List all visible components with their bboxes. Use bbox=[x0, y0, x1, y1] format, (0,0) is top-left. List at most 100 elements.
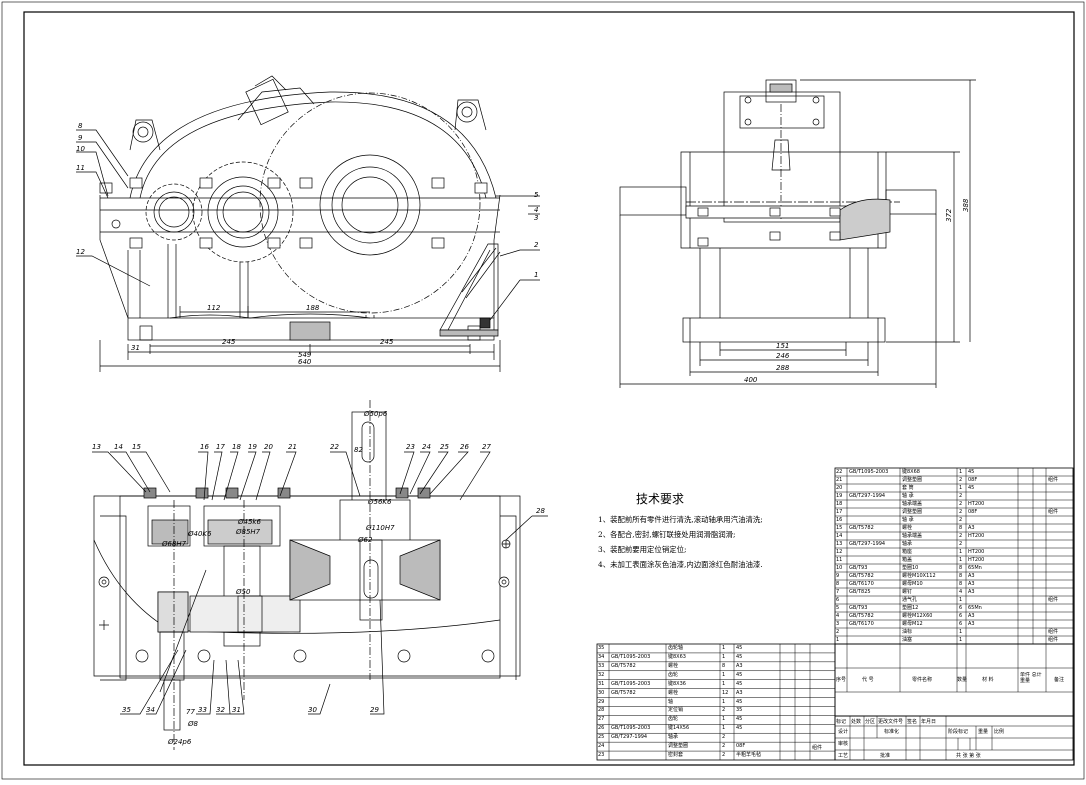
parts-upper-cell: 16 bbox=[836, 517, 843, 523]
tech-requirement-3: 3、装配前要用定位销定位; bbox=[598, 545, 687, 554]
parts-upper-cell: 6 bbox=[959, 613, 963, 619]
parts-upper-cell: 垫圈10 bbox=[902, 565, 919, 571]
parts-lower-cell: 35 bbox=[736, 707, 743, 714]
parts-upper-cell: 组件 bbox=[1048, 637, 1059, 643]
parts-upper-cell: 6 bbox=[959, 605, 963, 611]
parts-upper-cell: 21 bbox=[836, 477, 843, 483]
parts-upper-cell: HT200 bbox=[968, 549, 985, 555]
tb-date: 年月日 bbox=[921, 719, 937, 725]
callout-3: 3 bbox=[534, 214, 538, 222]
parts-upper-cell: 螺母M10 bbox=[902, 581, 923, 587]
parts-upper-cell: 轴承 bbox=[902, 541, 913, 547]
parts-lower-cell: 1 bbox=[722, 725, 726, 732]
parts-upper-cell: GB/T6170 bbox=[849, 581, 874, 587]
callout-1: 1 bbox=[534, 271, 538, 279]
parts-upper-cell: 油塞 bbox=[902, 637, 913, 643]
parts-lower-cell: 31 bbox=[598, 680, 605, 687]
parts-lower-cell: 2 bbox=[722, 752, 726, 759]
parts-lower-cell: 27 bbox=[598, 716, 605, 723]
tb-review: 审核 bbox=[838, 741, 849, 747]
callout-29: 29 bbox=[370, 706, 379, 714]
parts-upper-cell: 键8X68 bbox=[902, 469, 920, 475]
parts-lower-cell: 1 bbox=[722, 645, 726, 651]
parts-upper-cell: 08F bbox=[968, 477, 978, 483]
parts-upper-cell: 65Mn bbox=[968, 605, 982, 611]
parts-upper-cell: 套 筒 bbox=[902, 485, 914, 491]
top-view bbox=[92, 400, 548, 750]
parts-upper-cell: 14 bbox=[836, 533, 843, 539]
parts-lower-cell: 45 bbox=[736, 698, 743, 705]
parts-lower-cell: 26 bbox=[598, 725, 605, 732]
parts-lower-cell: 1 bbox=[722, 716, 726, 723]
parts-upper-cell: GB/T6170 bbox=[849, 621, 874, 627]
parts-upper-cell: 2 bbox=[959, 477, 963, 483]
dim-188: 188 bbox=[306, 304, 320, 312]
tb-standard: 标准化 bbox=[884, 729, 900, 735]
parts-lower-cell: 2 bbox=[722, 743, 726, 750]
parts-upper-cell: 19 bbox=[836, 493, 843, 499]
parts-lower-cell: A3 bbox=[736, 662, 743, 669]
shaft-label-77: 77 bbox=[186, 708, 195, 716]
parts-lower-cell: 1 bbox=[722, 671, 726, 678]
tech-requirement-4: 4、未加工表面涂灰色油漆,内边面涂红色耐油油漆. bbox=[598, 560, 763, 569]
parts-upper-cell: 2 bbox=[836, 629, 840, 635]
tb-mark: 标记 bbox=[836, 719, 847, 725]
parts-upper-cell: 轴承端盖 bbox=[902, 533, 923, 539]
parts-lower-cell: 齿轮 bbox=[668, 716, 679, 723]
parts-upper-cell: 8 bbox=[959, 581, 963, 587]
header-weight: 单件 总计 重量 bbox=[1020, 672, 1042, 684]
parts-lower-cell: GB/T5782 bbox=[611, 662, 636, 669]
parts-upper-cell: 8 bbox=[959, 565, 963, 571]
parts-upper-cell: GB/T5782 bbox=[849, 613, 874, 619]
parts-upper-cell: HT200 bbox=[968, 533, 985, 539]
dim-245-left: 245 bbox=[222, 338, 236, 346]
shaft-label-85H7: Ø85H7 bbox=[235, 528, 261, 536]
callout-19: 19 bbox=[248, 443, 257, 451]
parts-lower-cell: GB/T5782 bbox=[611, 689, 636, 696]
callout-21: 21 bbox=[288, 443, 297, 451]
parts-upper-cell: 7 bbox=[836, 589, 840, 595]
parts-upper-cell: 15 bbox=[836, 525, 843, 531]
parts-lower-cell: 密封套 bbox=[668, 752, 684, 759]
parts-lower-cell: 2 bbox=[722, 734, 726, 741]
parts-lower-cell: 键8X63 bbox=[668, 653, 686, 660]
side-view-dimension-labels: 151 246 288 400 372 388 bbox=[744, 198, 970, 384]
callout-34: 34 bbox=[146, 706, 155, 714]
dim-112: 112 bbox=[207, 304, 221, 312]
parts-upper-cell: GB/T825 bbox=[849, 589, 871, 595]
parts-upper-cell: 轴 承 bbox=[902, 517, 914, 523]
parts-lower-cell: 轴承 bbox=[668, 734, 679, 741]
callout-24: 24 bbox=[422, 443, 431, 451]
parts-upper-cell: A3 bbox=[968, 589, 975, 595]
shaft-label-50p6: Ø50p6 bbox=[363, 410, 388, 418]
parts-list-lower-grid bbox=[596, 643, 836, 761]
parts-lower-cell: 1 bbox=[722, 653, 726, 660]
parts-upper-cell: 1 bbox=[959, 469, 963, 475]
parts-upper-cell: 8 bbox=[959, 573, 963, 579]
tb-design: 设计 bbox=[838, 729, 849, 735]
shaft-label-62: Ø62 bbox=[357, 536, 373, 544]
tb-stage: 阶段标记 bbox=[948, 729, 969, 735]
parts-lower-cell: 45 bbox=[736, 680, 743, 687]
parts-upper-cell: 22 bbox=[836, 469, 843, 475]
parts-upper-cell: A3 bbox=[968, 525, 975, 531]
callout-16: 16 bbox=[200, 443, 209, 451]
callout-2: 2 bbox=[534, 241, 539, 249]
callout-28: 28 bbox=[536, 507, 545, 515]
parts-upper-cell: 8 bbox=[836, 581, 840, 587]
parts-lower-cell: 12 bbox=[722, 689, 729, 696]
dim-388: 388 bbox=[962, 198, 970, 212]
front-view bbox=[76, 75, 540, 372]
top-view-labels: Ø50p6 Ø56K6 Ø110H7 Ø62 Ø68H7 Ø40K6 Ø45k6… bbox=[92, 410, 545, 746]
shaft-label-24p6: Ø24p6 bbox=[167, 738, 192, 746]
header-part-name: 零件名称 bbox=[912, 677, 933, 683]
title-block-grid bbox=[834, 715, 1074, 761]
parts-upper-cell: 3 bbox=[836, 621, 840, 627]
parts-lower-cell: 30 bbox=[598, 689, 605, 696]
parts-lower-cell: A3 bbox=[736, 689, 743, 696]
parts-upper-cell: 17 bbox=[836, 509, 843, 515]
parts-lower-cell: 23 bbox=[598, 752, 605, 759]
callout-8: 8 bbox=[78, 122, 83, 130]
